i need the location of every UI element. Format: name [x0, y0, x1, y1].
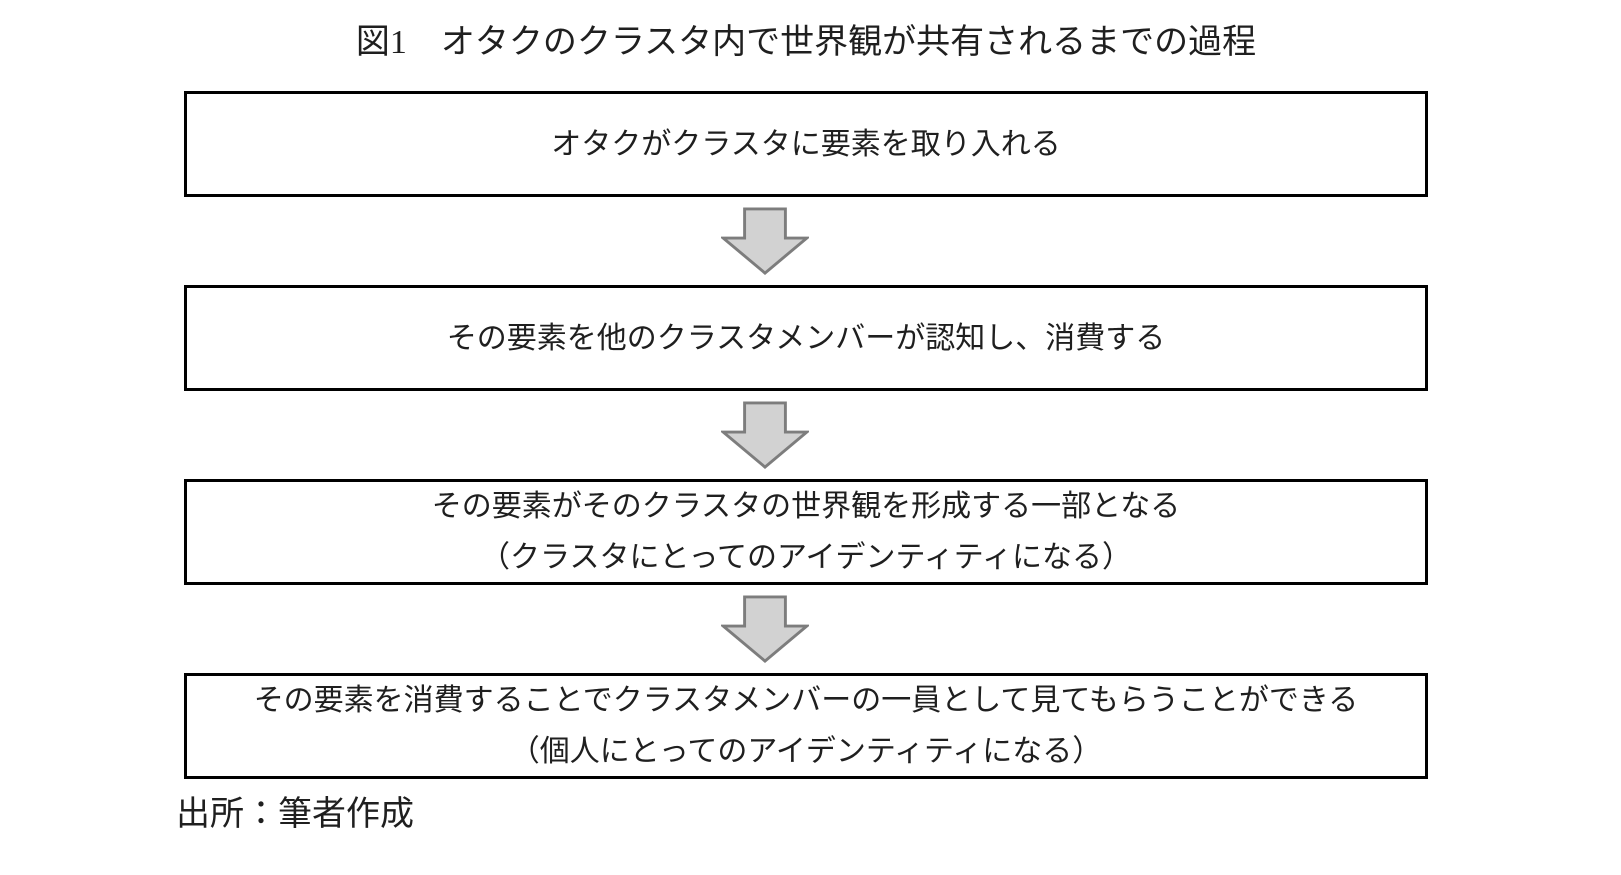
process-step-2: その要素を他のクラスタメンバーが認知し、消費する	[184, 285, 1428, 391]
process-step-4-text-line-2: （個人にとってのアイデンティティになる）	[509, 735, 1103, 768]
process-step-3-text-line-1: その要素がそのクラスタの世界観を形成する一部となる	[431, 490, 1181, 523]
process-step-2-text: その要素を他のクラスタメンバーが認知し、消費する	[446, 321, 1166, 355]
process-step-4-text-line-1: その要素を消費することでクラスタメンバーの一員として見てもらうことができる	[253, 684, 1359, 717]
process-step-1: オタクがクラスタに要素を取り入れる	[184, 91, 1428, 197]
down-arrow-icon	[721, 401, 809, 469]
down-arrow-icon	[721, 595, 809, 663]
figure-title: 図1 オタクのクラスタ内で世界観が共有されるまでの過程	[355, 24, 1257, 61]
source-note: 出所：筆者作成	[176, 796, 414, 833]
process-step-1-text: オタクがクラスタに要素を取り入れる	[551, 127, 1061, 161]
process-step-4: その要素を消費することでクラスタメンバーの一員として見てもらうことができる （個…	[184, 673, 1428, 779]
arrow-row-2	[143, 391, 1387, 479]
down-arrow-icon	[721, 207, 809, 275]
process-step-3-text-line-2: （クラスタにとってのアイデンティティになる）	[480, 541, 1132, 574]
process-step-3: その要素がそのクラスタの世界観を形成する一部となる （クラスタにとってのアイデン…	[184, 479, 1428, 585]
arrow-row-1	[143, 197, 1387, 285]
flowchart: 図1 オタクのクラスタ内で世界観が共有されるまでの過程 オタクがクラスタに要素を…	[176, 20, 1428, 837]
arrow-row-3	[143, 585, 1387, 673]
